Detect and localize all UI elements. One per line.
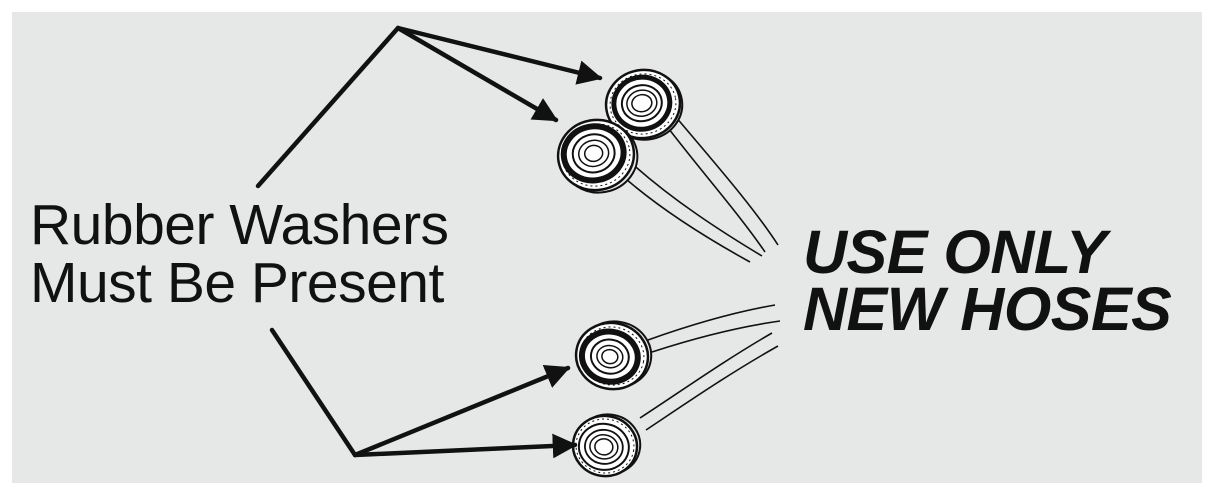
hose-coupling (569, 410, 644, 481)
arrow-to-upper-front-washer (398, 28, 556, 120)
arrow-to-lower-back-washer (355, 445, 575, 455)
hose-lines (618, 110, 780, 430)
pointer-line (272, 330, 355, 455)
washer-note: Rubber Washers Must Be Present (30, 196, 449, 312)
hose-note-line2: NEW HOSES (803, 281, 1171, 338)
arrow-to-lower-front-washer (355, 368, 568, 455)
hose-coupling (571, 315, 657, 395)
pointer-line (258, 28, 398, 186)
hose-note: USE ONLY NEW HOSES (803, 224, 1171, 338)
washer-note-line1: Rubber Washers (30, 196, 449, 254)
hose-note-line1: USE ONLY (803, 224, 1171, 281)
washer-note-line2: Must Be Present (30, 254, 449, 312)
arrow-to-upper-back-washer (398, 28, 600, 78)
